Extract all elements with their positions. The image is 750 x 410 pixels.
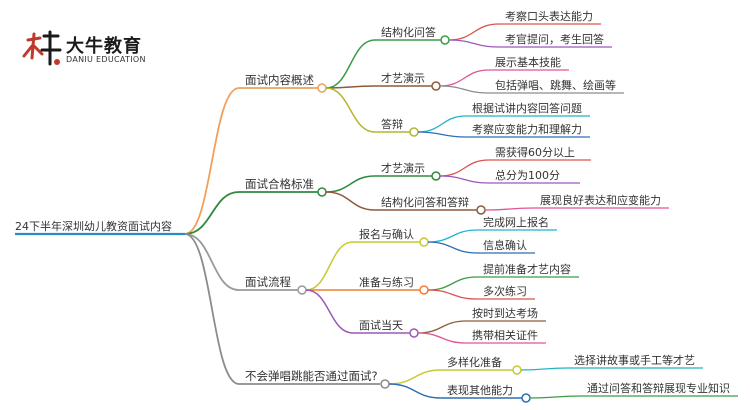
leaf-topic: 通过问答和答辩展现专业知识 <box>587 381 730 395</box>
leaf-topic: 考察应变能力和理解力 <box>472 122 582 136</box>
subtopic: 多样化准备 <box>447 355 502 369</box>
leaf-topic: 包括弹唱、跳舞、绘画等 <box>495 78 616 92</box>
subtopic: 才艺演示 <box>381 161 425 175</box>
branch-topic: 面试合格标准 <box>245 177 314 191</box>
brand-logo: 大牛教育 DANIU EDUCATION <box>20 28 170 72</box>
leaf-topic: 需获得60分以上 <box>495 146 575 159</box>
subtopic-node[interactable] <box>431 171 441 181</box>
root-topic: 24下半年深圳幼儿教资面试内容 <box>15 219 172 233</box>
leaf-topic: 选择讲故事或手工等才艺 <box>574 353 695 367</box>
leaf-topic: 提前准备才艺内容 <box>483 262 571 276</box>
subtopic-node[interactable] <box>476 205 486 215</box>
daniu-logo-icon <box>22 30 62 66</box>
subtopic-node[interactable] <box>440 35 450 45</box>
branch-topic: 面试内容概述 <box>245 73 314 87</box>
brand-subtitle: DANIU EDUCATION <box>66 55 146 64</box>
branch-node[interactable] <box>297 285 307 295</box>
subtopic: 表现其他能力 <box>447 383 513 397</box>
subtopic-node[interactable] <box>409 127 419 137</box>
leaf-topic: 携带相关证件 <box>472 328 538 342</box>
leaf-topic: 按时到达考场 <box>472 306 538 320</box>
branch-node[interactable] <box>317 187 327 197</box>
leaf-topic: 展示基本技能 <box>495 55 561 69</box>
subtopic: 报名与确认 <box>359 227 414 241</box>
leaf-topic: 展现良好表达和应变能力 <box>540 193 661 207</box>
leaf-topic: 根据试讲内容回答问题 <box>472 101 582 115</box>
subtopic-node[interactable] <box>431 81 441 91</box>
leaf-topic: 完成网上报名 <box>483 215 549 229</box>
branch-node[interactable] <box>317 83 327 93</box>
subtopic-node[interactable] <box>521 393 531 403</box>
leaf-topic: 总分为100分 <box>495 168 560 182</box>
subtopic: 面试当天 <box>359 318 403 332</box>
leaf-topic: 多次练习 <box>483 284 527 298</box>
subtopic-node[interactable] <box>419 285 429 295</box>
branch-topic: 不会弹唱跳能否通过面试? <box>245 369 378 383</box>
leaf-topic: 考察口头表达能力 <box>505 9 593 23</box>
subtopic: 结构化问答 <box>381 25 436 39</box>
branch-topic: 面试流程 <box>245 275 291 289</box>
subtopic-node[interactable] <box>419 237 429 247</box>
branch-node[interactable] <box>380 379 390 389</box>
leaf-topic: 考官提问，考生回答 <box>505 32 604 46</box>
subtopic: 结构化问答和答辩 <box>381 195 469 209</box>
subtopic: 准备与练习 <box>359 275 414 289</box>
brand-title: 大牛教育 <box>66 36 142 57</box>
subtopic-node[interactable] <box>409 328 419 338</box>
subtopic: 答辩 <box>381 117 403 131</box>
subtopic: 才艺演示 <box>381 71 425 85</box>
leaf-topic: 信息确认 <box>483 238 527 252</box>
subtopic-node[interactable] <box>512 365 522 375</box>
